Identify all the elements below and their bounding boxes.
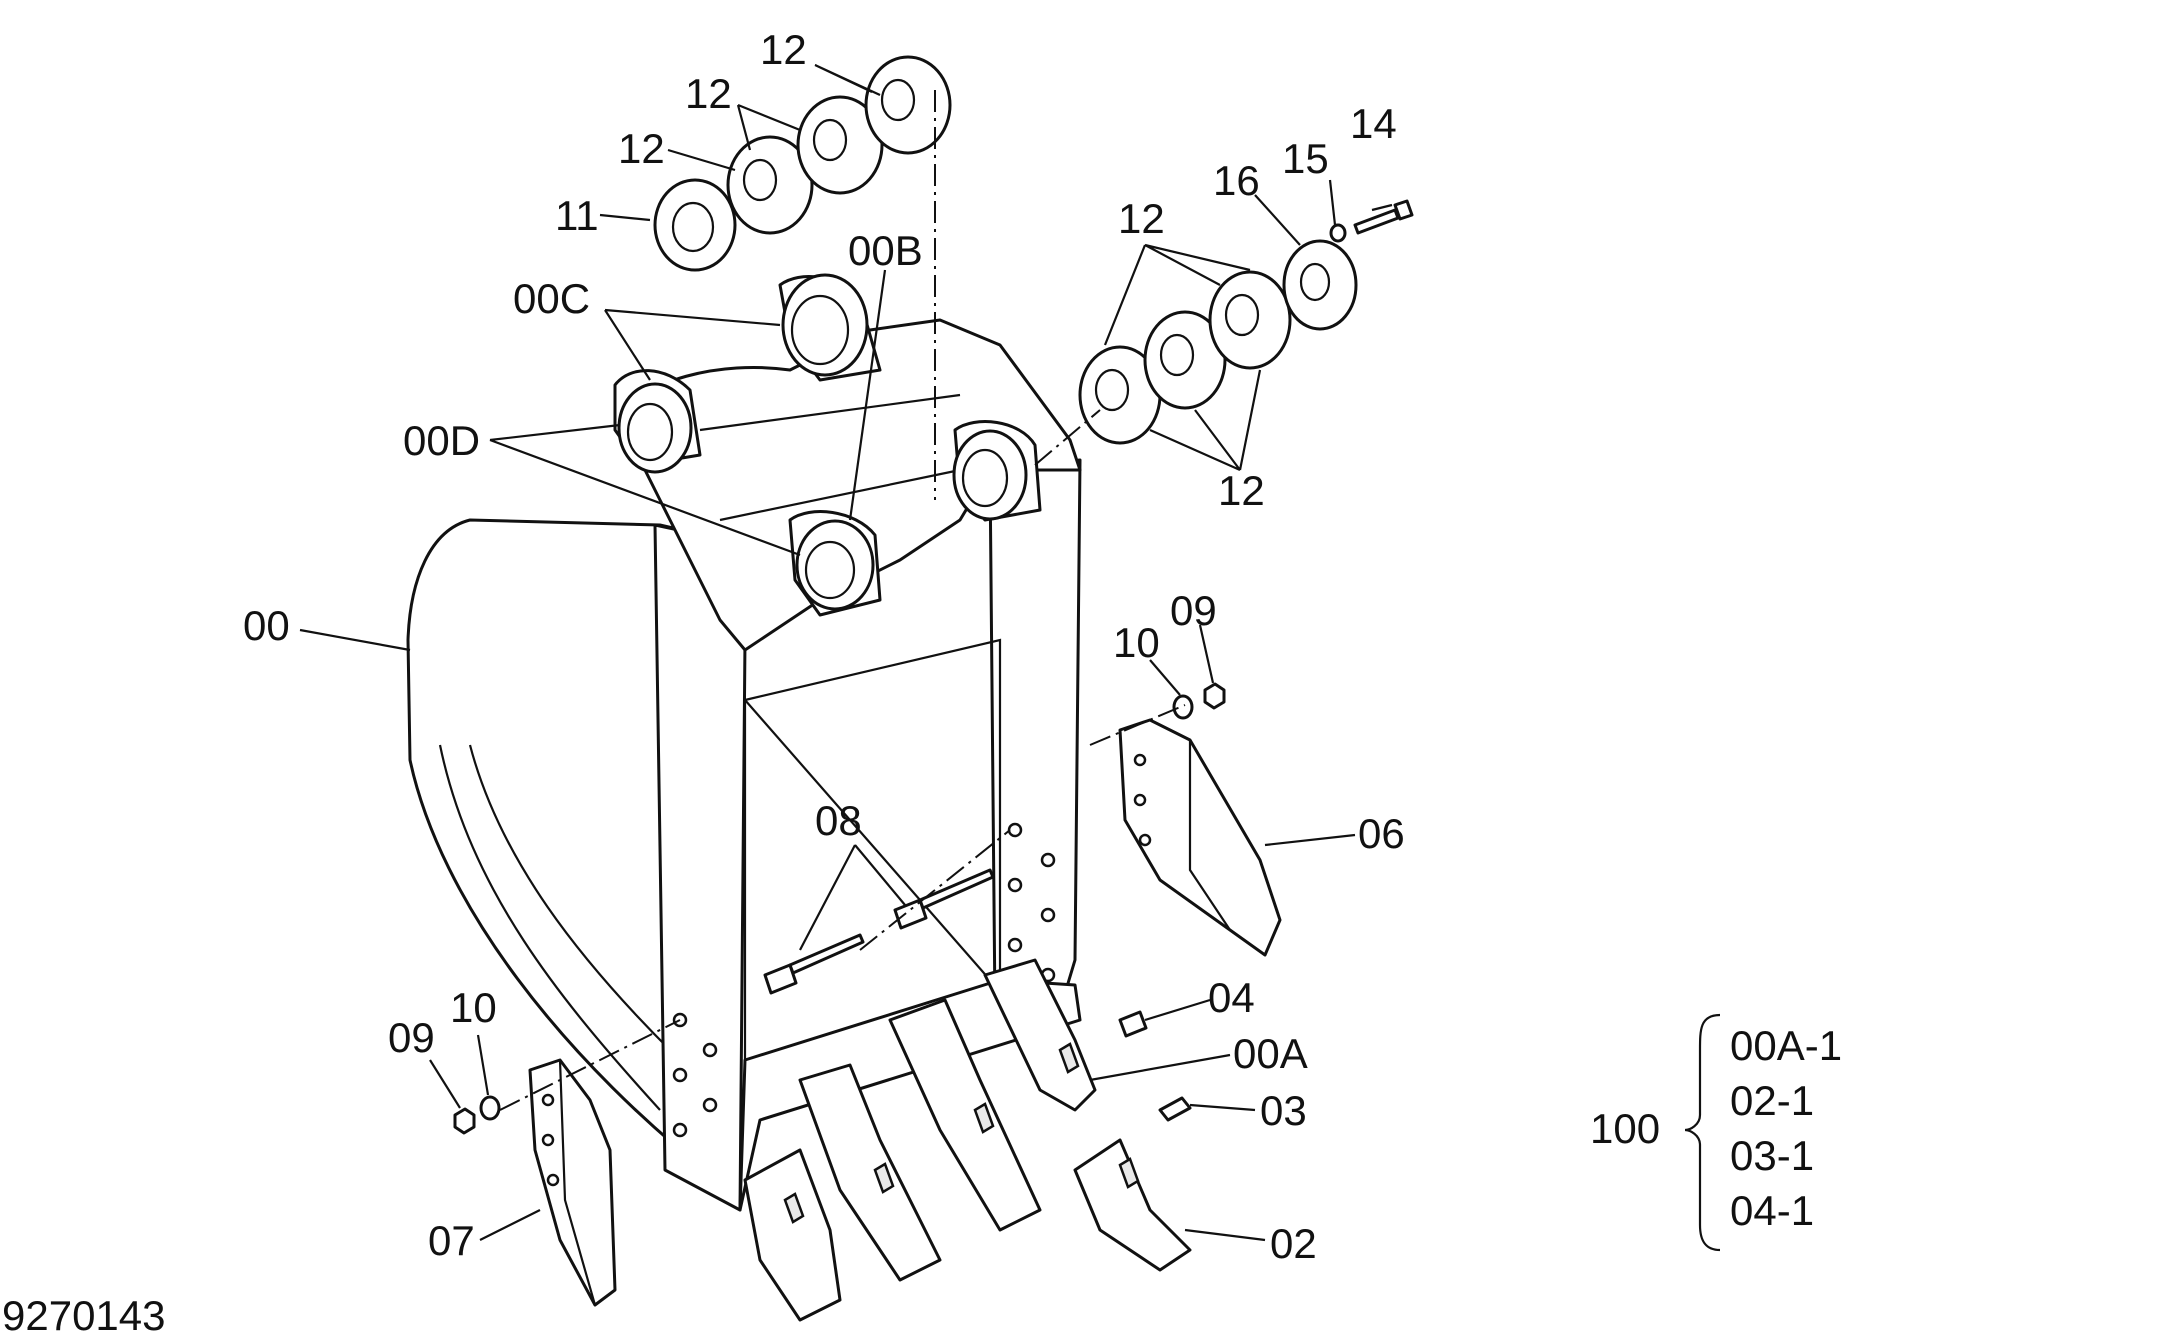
callout-boss-00c: 00C: [513, 275, 590, 322]
side-cutter-left-07: [528, 1058, 617, 1307]
washer-15: [1329, 223, 1347, 243]
callout-boss-00b: 00B: [848, 227, 923, 274]
washer-10-right: [1172, 694, 1194, 720]
kit-item-4: 04-1: [1730, 1187, 1814, 1234]
plate-16: [1282, 239, 1358, 331]
shim-12-right-3: [1208, 270, 1292, 370]
bolt-08-lower: [763, 933, 865, 995]
tooth-3: [888, 998, 1042, 1232]
kit-item-1: 00A-1: [1730, 1022, 1842, 1069]
boss-right: [952, 429, 1028, 521]
callout-labels: 12 12 12 11 00B 00C 00D 00 14 15 16 12 1…: [243, 26, 1405, 1267]
bucket-body: [406, 275, 1082, 1212]
kit-brace: [1684, 1013, 1721, 1252]
bolt-14: [1353, 199, 1414, 235]
washer-10-left: [479, 1095, 501, 1121]
bolt-08-upper: [893, 868, 995, 930]
boss-00d-upper: [617, 382, 693, 474]
callout-washer-15: 15: [1282, 135, 1329, 182]
shim-12-right-2: [1143, 310, 1227, 410]
callout-washer-10-left: 10: [450, 984, 497, 1031]
kit-item-2: 02-1: [1730, 1077, 1814, 1124]
tooth-2: [798, 1063, 942, 1282]
callout-lock-03: 03: [1260, 1087, 1307, 1134]
kit-list: 100 00A-1 02-1 03-1 04-1: [1590, 1022, 1842, 1234]
callout-washer-10-right: 10: [1113, 619, 1160, 666]
side-cutter-right-06: [1118, 718, 1282, 957]
bushing-11: [653, 178, 737, 272]
nut-09-left: [453, 1107, 476, 1135]
callout-bucket-body-00: 00: [243, 602, 290, 649]
callout-nut-09-right: 09: [1170, 587, 1217, 634]
callout-side-cutter-06: 06: [1358, 810, 1405, 857]
pin-04: [1118, 1010, 1148, 1038]
drawing-number: 9270143: [2, 1292, 166, 1339]
callout-shim-12-right-bottom: 12: [1218, 467, 1265, 514]
callout-side-cutter-07: 07: [428, 1217, 475, 1264]
callout-nut-09-left: 09: [388, 1014, 435, 1061]
tooth-4: [983, 958, 1097, 1112]
lock-03: [1158, 1096, 1192, 1122]
kit-item-3: 03-1: [1730, 1132, 1814, 1179]
callout-plate-16: 16: [1213, 157, 1260, 204]
leader-lines: [299, 64, 1393, 1242]
callout-adapter-00a: 00A: [1233, 1030, 1308, 1077]
callout-bushing-11: 11: [555, 192, 599, 239]
center-lines: [499, 90, 1186, 1111]
shim-12-c: [864, 55, 952, 155]
callout-tooth-02: 02: [1270, 1220, 1317, 1267]
callout-pin-04: 04: [1208, 974, 1255, 1021]
boss-00d-lower: [795, 519, 875, 611]
callout-shim-12-right-top: 12: [1118, 195, 1165, 242]
callout-shim-12-a: 12: [618, 125, 665, 172]
shim-12-a: [726, 135, 814, 235]
kit-number: 100: [1590, 1105, 1660, 1152]
callout-bolts-08: 08: [815, 797, 862, 844]
tooth-1: [743, 1148, 842, 1322]
boss-00c: [781, 273, 869, 377]
shim-12-b: [796, 95, 884, 195]
callout-boss-00d: 00D: [403, 417, 480, 464]
tooth-02-detached: [1073, 1138, 1192, 1272]
nut-09-right: [1203, 682, 1226, 710]
callout-shim-12-b: 12: [685, 70, 732, 117]
callout-shim-12-c: 12: [760, 26, 807, 73]
callout-bolt-14: 14: [1350, 100, 1397, 147]
